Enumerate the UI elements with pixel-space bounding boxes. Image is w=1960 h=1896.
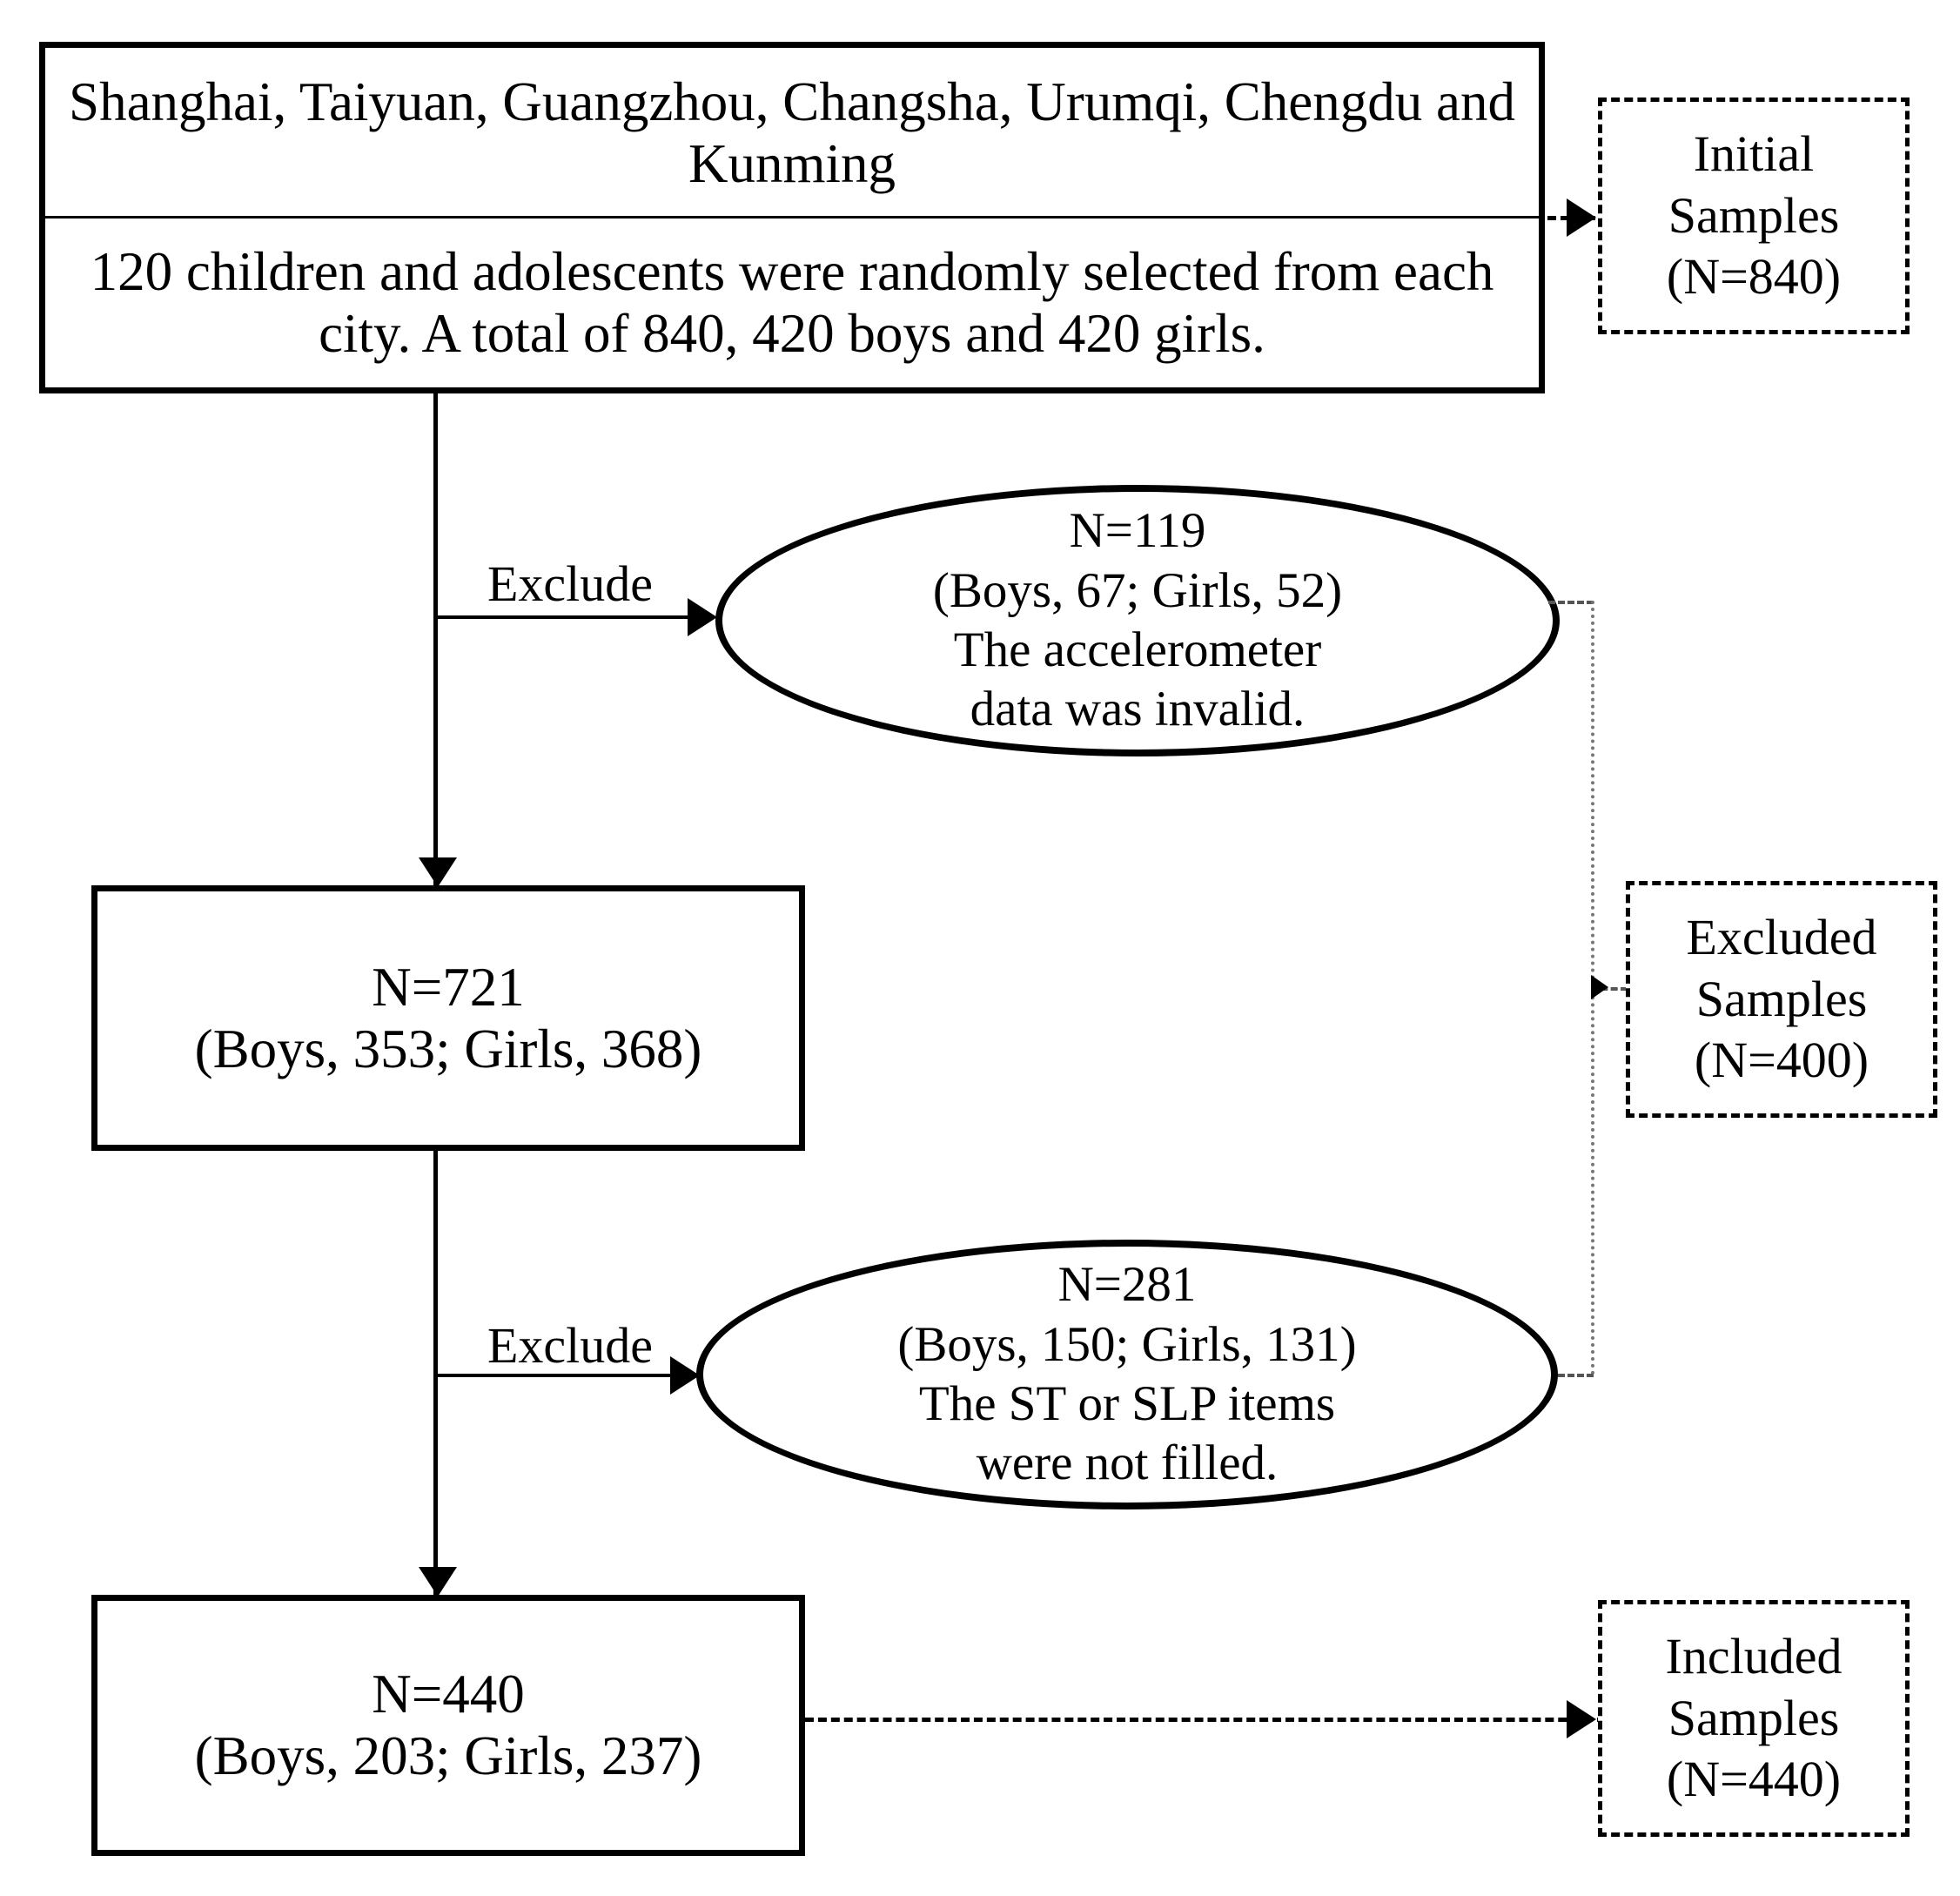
included-samples-line2: Samples [1668, 1689, 1840, 1746]
exclusion-1-line4: data was invalid. [970, 682, 1306, 737]
branch-line-2 [433, 1374, 695, 1377]
included-samples-box: Included Samples (N=440) [1598, 1600, 1910, 1837]
arrow-branch-1 [688, 598, 717, 636]
source-box-sampling-section: 120 children and adolescents were random… [45, 219, 1539, 387]
exclusion-2-line4: were not filled. [976, 1435, 1279, 1491]
exclusion-1-line3: The accelerometer [953, 622, 1322, 677]
included-samples-line3: (N=440) [1666, 1751, 1842, 1808]
exclusion-2-line3: The ST or SLP items [918, 1376, 1336, 1431]
excluded-samples-line1: Excluded [1686, 908, 1877, 965]
arrow-trunk-to-excluded [1591, 975, 1608, 999]
spine-721-to-440 [433, 1151, 438, 1595]
branch-line-1 [433, 615, 712, 619]
initial-samples-line1: Initial [1693, 124, 1815, 182]
stage-721-line1: N=721 [372, 956, 525, 1018]
stage-440-line1: N=440 [372, 1664, 525, 1725]
exclusion-2-line2: (Boys, 150; Girls, 131) [897, 1316, 1357, 1372]
exclusion-2-line1: N=281 [1057, 1257, 1197, 1313]
excluded-samples-line3: (N=400) [1694, 1032, 1869, 1089]
connector-ellipse2-stub [1548, 1374, 1594, 1377]
source-box-cities-section: Shanghai, Taiyuan, Guangzhou, Changsha, … [45, 48, 1539, 219]
connector-ellipse1-stub [1548, 601, 1594, 604]
initial-samples-line3: (N=840) [1666, 248, 1842, 306]
source-box-sampling-text: 120 children and adolescents were random… [90, 241, 1494, 364]
source-box-divider [45, 216, 1539, 219]
stage-440-line2: (Boys, 203; Girls, 237) [194, 1725, 702, 1786]
connector-trunk-to-excluded [1591, 987, 1628, 991]
stage-440-box: N=440 (Boys, 203; Girls, 237) [91, 1595, 805, 1856]
stage-721-box: N=721 (Boys, 353; Girls, 368) [91, 885, 805, 1151]
excluded-samples-line2: Samples [1695, 970, 1868, 1027]
included-samples-line1: Included [1665, 1627, 1843, 1684]
initial-samples-line2: Samples [1668, 186, 1840, 244]
connector-440-to-included [805, 1718, 1606, 1722]
exclusion-1-line2: (Boys, 67; Girls, 52) [932, 562, 1343, 618]
initial-samples-box: Initial Samples (N=840) [1598, 97, 1910, 334]
arrow-721-to-440 [419, 1567, 457, 1597]
source-box: Shanghai, Taiyuan, Guangzhou, Changsha, … [39, 42, 1545, 393]
spine-source-to-721 [433, 393, 438, 885]
arrow-440-to-included [1567, 1700, 1596, 1738]
exclude-label-2: Exclude [487, 1317, 654, 1374]
arrow-source-to-initial [1567, 198, 1596, 237]
arrow-source-to-721 [419, 857, 457, 887]
excluded-samples-box: Excluded Samples (N=400) [1626, 881, 1937, 1118]
exclude-label-1: Exclude [487, 555, 654, 612]
stage-721-line2: (Boys, 353; Girls, 368) [194, 1018, 702, 1079]
exclusion-ellipse-1: N=119 (Boys, 67; Girls, 52) The accelero… [715, 485, 1560, 756]
exclusion-1-line1: N=119 [1069, 503, 1206, 559]
source-box-cities-text: Shanghai, Taiyuan, Guangzhou, Changsha, … [69, 71, 1515, 194]
exclusion-ellipse-2: N=281 (Boys, 150; Girls, 131) The ST or … [696, 1240, 1558, 1509]
arrow-branch-2 [670, 1356, 700, 1395]
